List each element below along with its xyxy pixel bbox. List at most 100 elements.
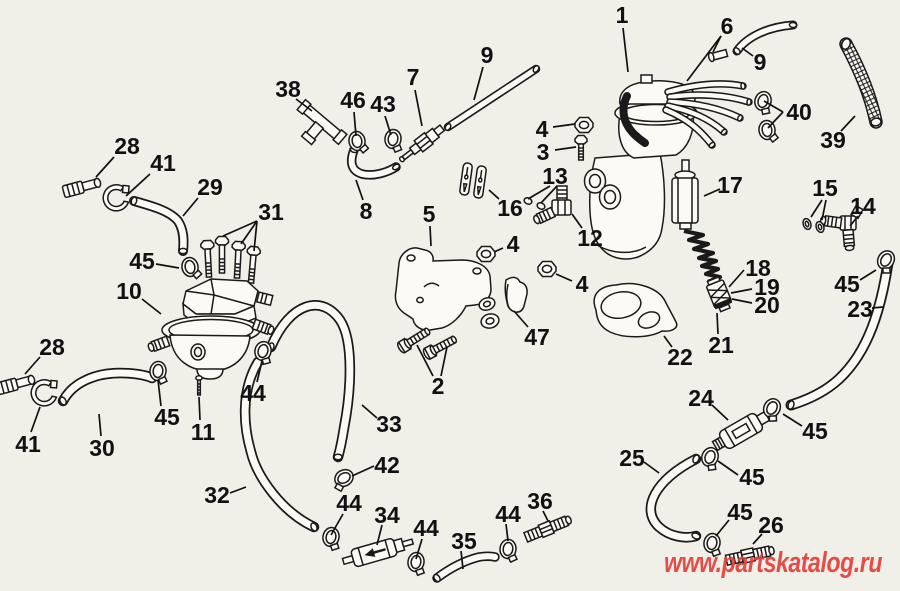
callout-leader-4 <box>493 247 504 253</box>
callout-leader-44 <box>505 523 509 542</box>
callout-33-25: 25 <box>619 445 645 471</box>
callout-43-18: 18 <box>745 255 771 281</box>
callout-leader-23 <box>871 306 884 309</box>
callout-29-35: 35 <box>451 528 477 554</box>
callout-3-40: 40 <box>786 99 812 125</box>
callout-57-2: 2 <box>432 373 445 399</box>
callout-leader-45 <box>155 263 180 269</box>
callout-44-19: 19 <box>754 274 780 300</box>
callout-34-45: 45 <box>802 418 828 444</box>
part-spring <box>683 228 723 284</box>
callout-leader-11 <box>198 396 201 421</box>
callout-leader-14 <box>849 215 859 227</box>
callout-18-41: 41 <box>15 431 41 457</box>
callout-46-21: 21 <box>708 332 734 358</box>
callout-leader-44 <box>256 360 263 383</box>
callout-20-45: 45 <box>154 404 180 430</box>
callout-leader-30 <box>98 413 102 437</box>
callout-41-14: 14 <box>850 193 876 219</box>
callout-11-28: 28 <box>114 133 140 159</box>
watermark-text: www.partskatalog.ru <box>664 547 883 579</box>
part-18-19-20-valve <box>706 275 733 313</box>
part-24-inline-filter <box>711 410 771 452</box>
callout-50-13: 13 <box>542 163 568 189</box>
part-2-bolts <box>395 324 460 362</box>
callout-8-7: 7 <box>407 64 420 90</box>
callout-32-26: 26 <box>758 512 784 538</box>
callout-leader-13 <box>527 185 551 200</box>
callout-47-22: 22 <box>667 344 693 370</box>
callout-leader-35 <box>460 550 464 570</box>
part-25-hose <box>645 453 702 543</box>
part-28-fitting <box>61 175 103 199</box>
callout-leader-41 <box>30 406 41 433</box>
callout-leader-4 <box>555 273 573 282</box>
callout-leader-45 <box>157 379 162 407</box>
callout-leader-36 <box>542 510 549 522</box>
part-4-nut <box>537 260 557 278</box>
callout-leader-17 <box>703 188 721 197</box>
callout-14-31: 31 <box>258 199 284 225</box>
callout-leader-32 <box>229 486 247 494</box>
part-36-fitting <box>522 512 574 545</box>
part-3-bolt <box>574 134 588 161</box>
part-31-bolts <box>199 235 262 285</box>
callout-25-42: 42 <box>374 452 400 478</box>
part-6-fitting <box>707 48 729 63</box>
callout-leader-9 <box>473 66 484 101</box>
callout-55-4: 4 <box>576 271 589 297</box>
callout-21-11: 11 <box>191 419 216 445</box>
callout-39-45: 45 <box>834 271 860 297</box>
callout-53-5: 5 <box>423 201 436 227</box>
callout-leader-45 <box>715 519 730 537</box>
part-7-connector <box>398 124 446 163</box>
callout-22-44: 44 <box>240 380 266 406</box>
callout-leader-33 <box>361 404 378 419</box>
callout-leader-39 <box>840 115 856 132</box>
callout-31-36: 36 <box>527 488 553 514</box>
callout-28-44: 44 <box>413 515 439 541</box>
callout-35-45: 45 <box>739 464 765 490</box>
callout-17-28: 28 <box>39 334 65 360</box>
part-5-bracket <box>394 247 500 331</box>
callout-leader-43 <box>384 115 392 136</box>
callout-12-41: 41 <box>150 150 176 176</box>
callout-leader-40 <box>767 111 784 129</box>
callout-leader-41 <box>125 173 151 197</box>
callout-leader-4 <box>552 123 576 128</box>
callout-leader-21 <box>716 312 719 335</box>
part-43-clamp <box>382 127 405 154</box>
callout-24-33: 33 <box>376 411 402 437</box>
part-16-clips <box>458 161 488 200</box>
callout-leader-15 <box>810 199 823 218</box>
callout-7-43: 43 <box>370 91 396 117</box>
part-4-nut <box>476 245 496 263</box>
part-38-tee-fitting <box>296 98 348 146</box>
callout-leader-31 <box>222 220 258 237</box>
callout-leader-13 <box>540 185 558 204</box>
callout-leader-2 <box>416 344 434 377</box>
part-11-screw <box>195 375 203 396</box>
callout-leader-31 <box>253 220 258 252</box>
callout-leader-8 <box>355 179 364 201</box>
callout-42-17: 17 <box>717 172 743 198</box>
part-22-gasket <box>593 282 678 338</box>
callout-leader-24 <box>711 404 729 421</box>
part-44-clamp <box>497 537 520 564</box>
part-9-hose-top <box>732 20 798 56</box>
callout-15-45: 45 <box>129 248 155 274</box>
part-14-elbow-fitting <box>819 204 864 252</box>
callout-45-20: 20 <box>754 292 780 318</box>
part-45-clamp <box>179 254 204 282</box>
callout-2-9: 9 <box>754 49 767 75</box>
callout-leader-47 <box>513 310 529 328</box>
callout-leader-2 <box>440 346 448 377</box>
callout-leader-45 <box>782 413 803 427</box>
callout-10-8: 8 <box>360 198 373 224</box>
part-32-hose <box>239 356 320 533</box>
callout-leader-20 <box>731 298 753 304</box>
callout-5-38: 38 <box>275 76 301 102</box>
part-33-hose <box>265 300 356 463</box>
